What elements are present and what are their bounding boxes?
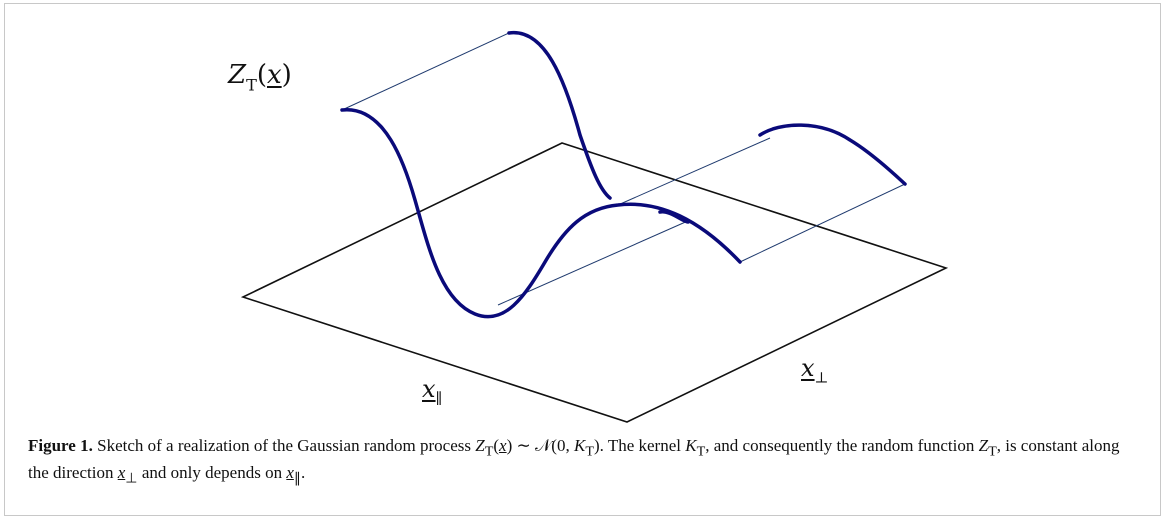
surface-ruling-mid bbox=[617, 137, 771, 206]
base-plane bbox=[240, 142, 949, 423]
surface-curve-front bbox=[340, 108, 742, 319]
surface-ruling-front-right bbox=[739, 183, 906, 263]
surface-ruling-back bbox=[341, 32, 510, 111]
surface-ruling-valley bbox=[497, 219, 691, 306]
z-axis-label: ZT(x) bbox=[228, 60, 292, 95]
figure-frame bbox=[4, 3, 1161, 516]
x-perp-label: x⊥ bbox=[801, 354, 829, 387]
surface-curve-back bbox=[507, 31, 907, 224]
sketch-canvas bbox=[240, 31, 949, 423]
x-parallel-label: x∥ bbox=[422, 375, 443, 408]
figure-label: Figure 1. bbox=[28, 436, 93, 455]
figure-caption: Figure 1. Sketch of a realization of the… bbox=[28, 436, 1120, 487]
